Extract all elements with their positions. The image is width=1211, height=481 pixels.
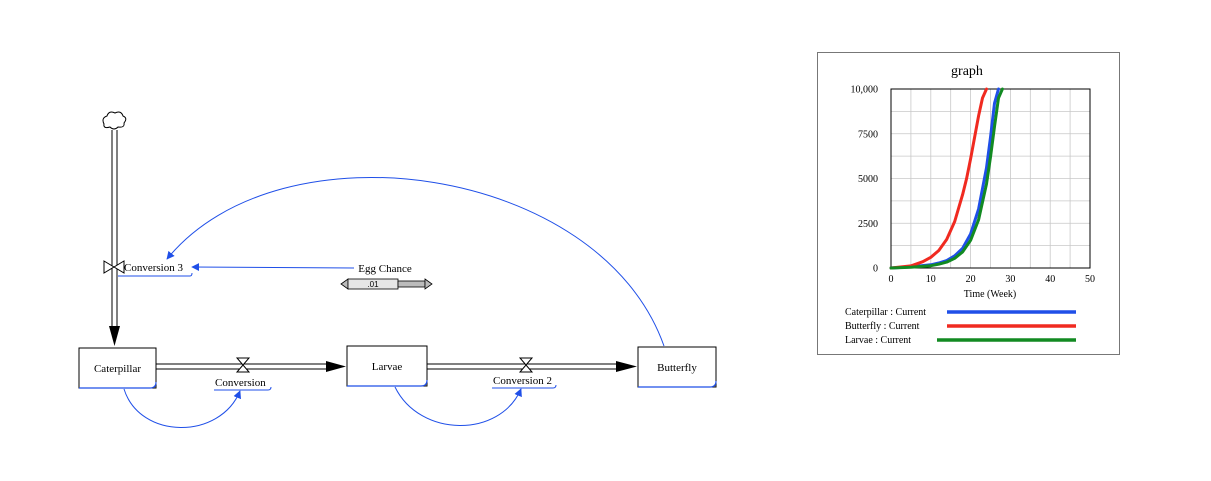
stock-label-larvae: Larvae xyxy=(372,361,403,373)
x-tick-label: 0 xyxy=(889,274,894,285)
valve-icon-conversion2[interactable] xyxy=(518,357,534,373)
y-tick-label: 7500 xyxy=(858,129,878,140)
x-tick-label: 40 xyxy=(1045,274,1055,285)
graph-frame xyxy=(817,52,1120,355)
series-line xyxy=(889,87,988,270)
flow-pipe-conversion2[interactable] xyxy=(427,361,637,372)
y-tick-label: 10,000 xyxy=(851,85,879,96)
flow-pipe-conversion[interactable] xyxy=(156,361,346,372)
stock-label-butterfly: Butterfly xyxy=(657,362,697,374)
stock-caterpillar[interactable]: Caterpillar xyxy=(78,347,157,389)
series-line xyxy=(889,87,1004,270)
x-tick-label: 20 xyxy=(966,274,976,285)
x-tick-label: 50 xyxy=(1085,274,1095,285)
causal-links xyxy=(123,176,665,428)
label-underline xyxy=(492,384,557,389)
legend-label: Butterfly : Current xyxy=(845,321,920,332)
flow-label-conversion3[interactable]: Conversion 3 xyxy=(124,262,183,274)
variable-egg-chance[interactable]: Egg Chance xyxy=(358,263,412,275)
legend-label: Larvae : Current xyxy=(845,335,911,346)
legend-label: Caterpillar : Current xyxy=(845,307,926,318)
link-butterfly-to-conversion3 xyxy=(166,176,665,347)
cloud-source-icon xyxy=(102,111,127,130)
link-egg-chance-to-conversion3 xyxy=(191,263,355,272)
x-axis-label: Time (Week) xyxy=(964,289,1016,300)
valve-icon-conversion[interactable] xyxy=(235,357,251,373)
slider-value: .01 xyxy=(367,280,379,289)
label-underline xyxy=(118,272,193,277)
flow-label-conversion[interactable]: Conversion xyxy=(215,377,266,389)
chart-title: graph xyxy=(951,64,983,79)
link-larvae-to-conversion2 xyxy=(394,386,522,426)
egg-chance-slider[interactable]: .01 xyxy=(340,278,433,290)
plot-border xyxy=(890,88,1091,269)
graph-panel: graph 0 10 20 30 40 50 0 2500 5000 7500 10,000 Tim… xyxy=(817,52,1120,355)
y-tick-label: 2500 xyxy=(858,219,878,230)
stock-label-caterpillar: Caterpillar xyxy=(94,363,141,375)
y-tick-label: 0 xyxy=(873,264,878,275)
x-tick-label: 10 xyxy=(926,274,936,285)
link-caterpillar-to-conversion xyxy=(123,388,241,428)
x-tick-label: 30 xyxy=(1005,274,1015,285)
flow-label-conversion2[interactable]: Conversion 2 xyxy=(493,375,552,387)
plot-area: 0 10 20 30 40 50 0 2500 5000 7500 10,000 xyxy=(851,85,1096,286)
valve-icon-conversion3[interactable] xyxy=(103,260,125,274)
label-underline xyxy=(214,386,272,391)
flow-pipe-conversion3[interactable] xyxy=(109,130,120,346)
stock-butterfly[interactable]: Butterfly xyxy=(637,346,717,388)
stock-larvae[interactable]: Larvae xyxy=(346,345,428,387)
y-tick-label: 5000 xyxy=(858,174,878,185)
